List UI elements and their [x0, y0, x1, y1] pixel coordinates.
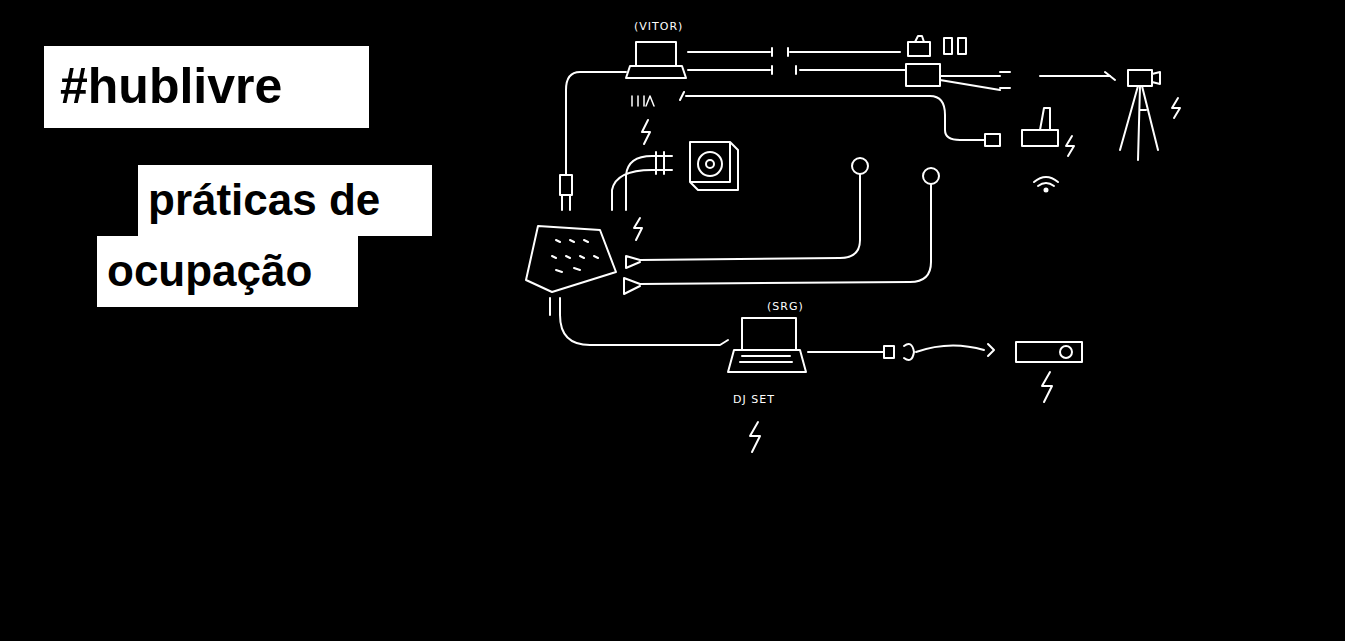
hand-label: DJ SET [733, 393, 775, 406]
hand-label: (SRG) [767, 300, 804, 313]
box-text: práticas de [148, 175, 422, 226]
text-box: práticas de [138, 165, 432, 236]
box-text: ocupação [107, 246, 348, 297]
hand-label: (VITOR) [634, 20, 683, 33]
title-box: #hublivre [44, 46, 369, 128]
text-box: ocupação [97, 236, 358, 307]
